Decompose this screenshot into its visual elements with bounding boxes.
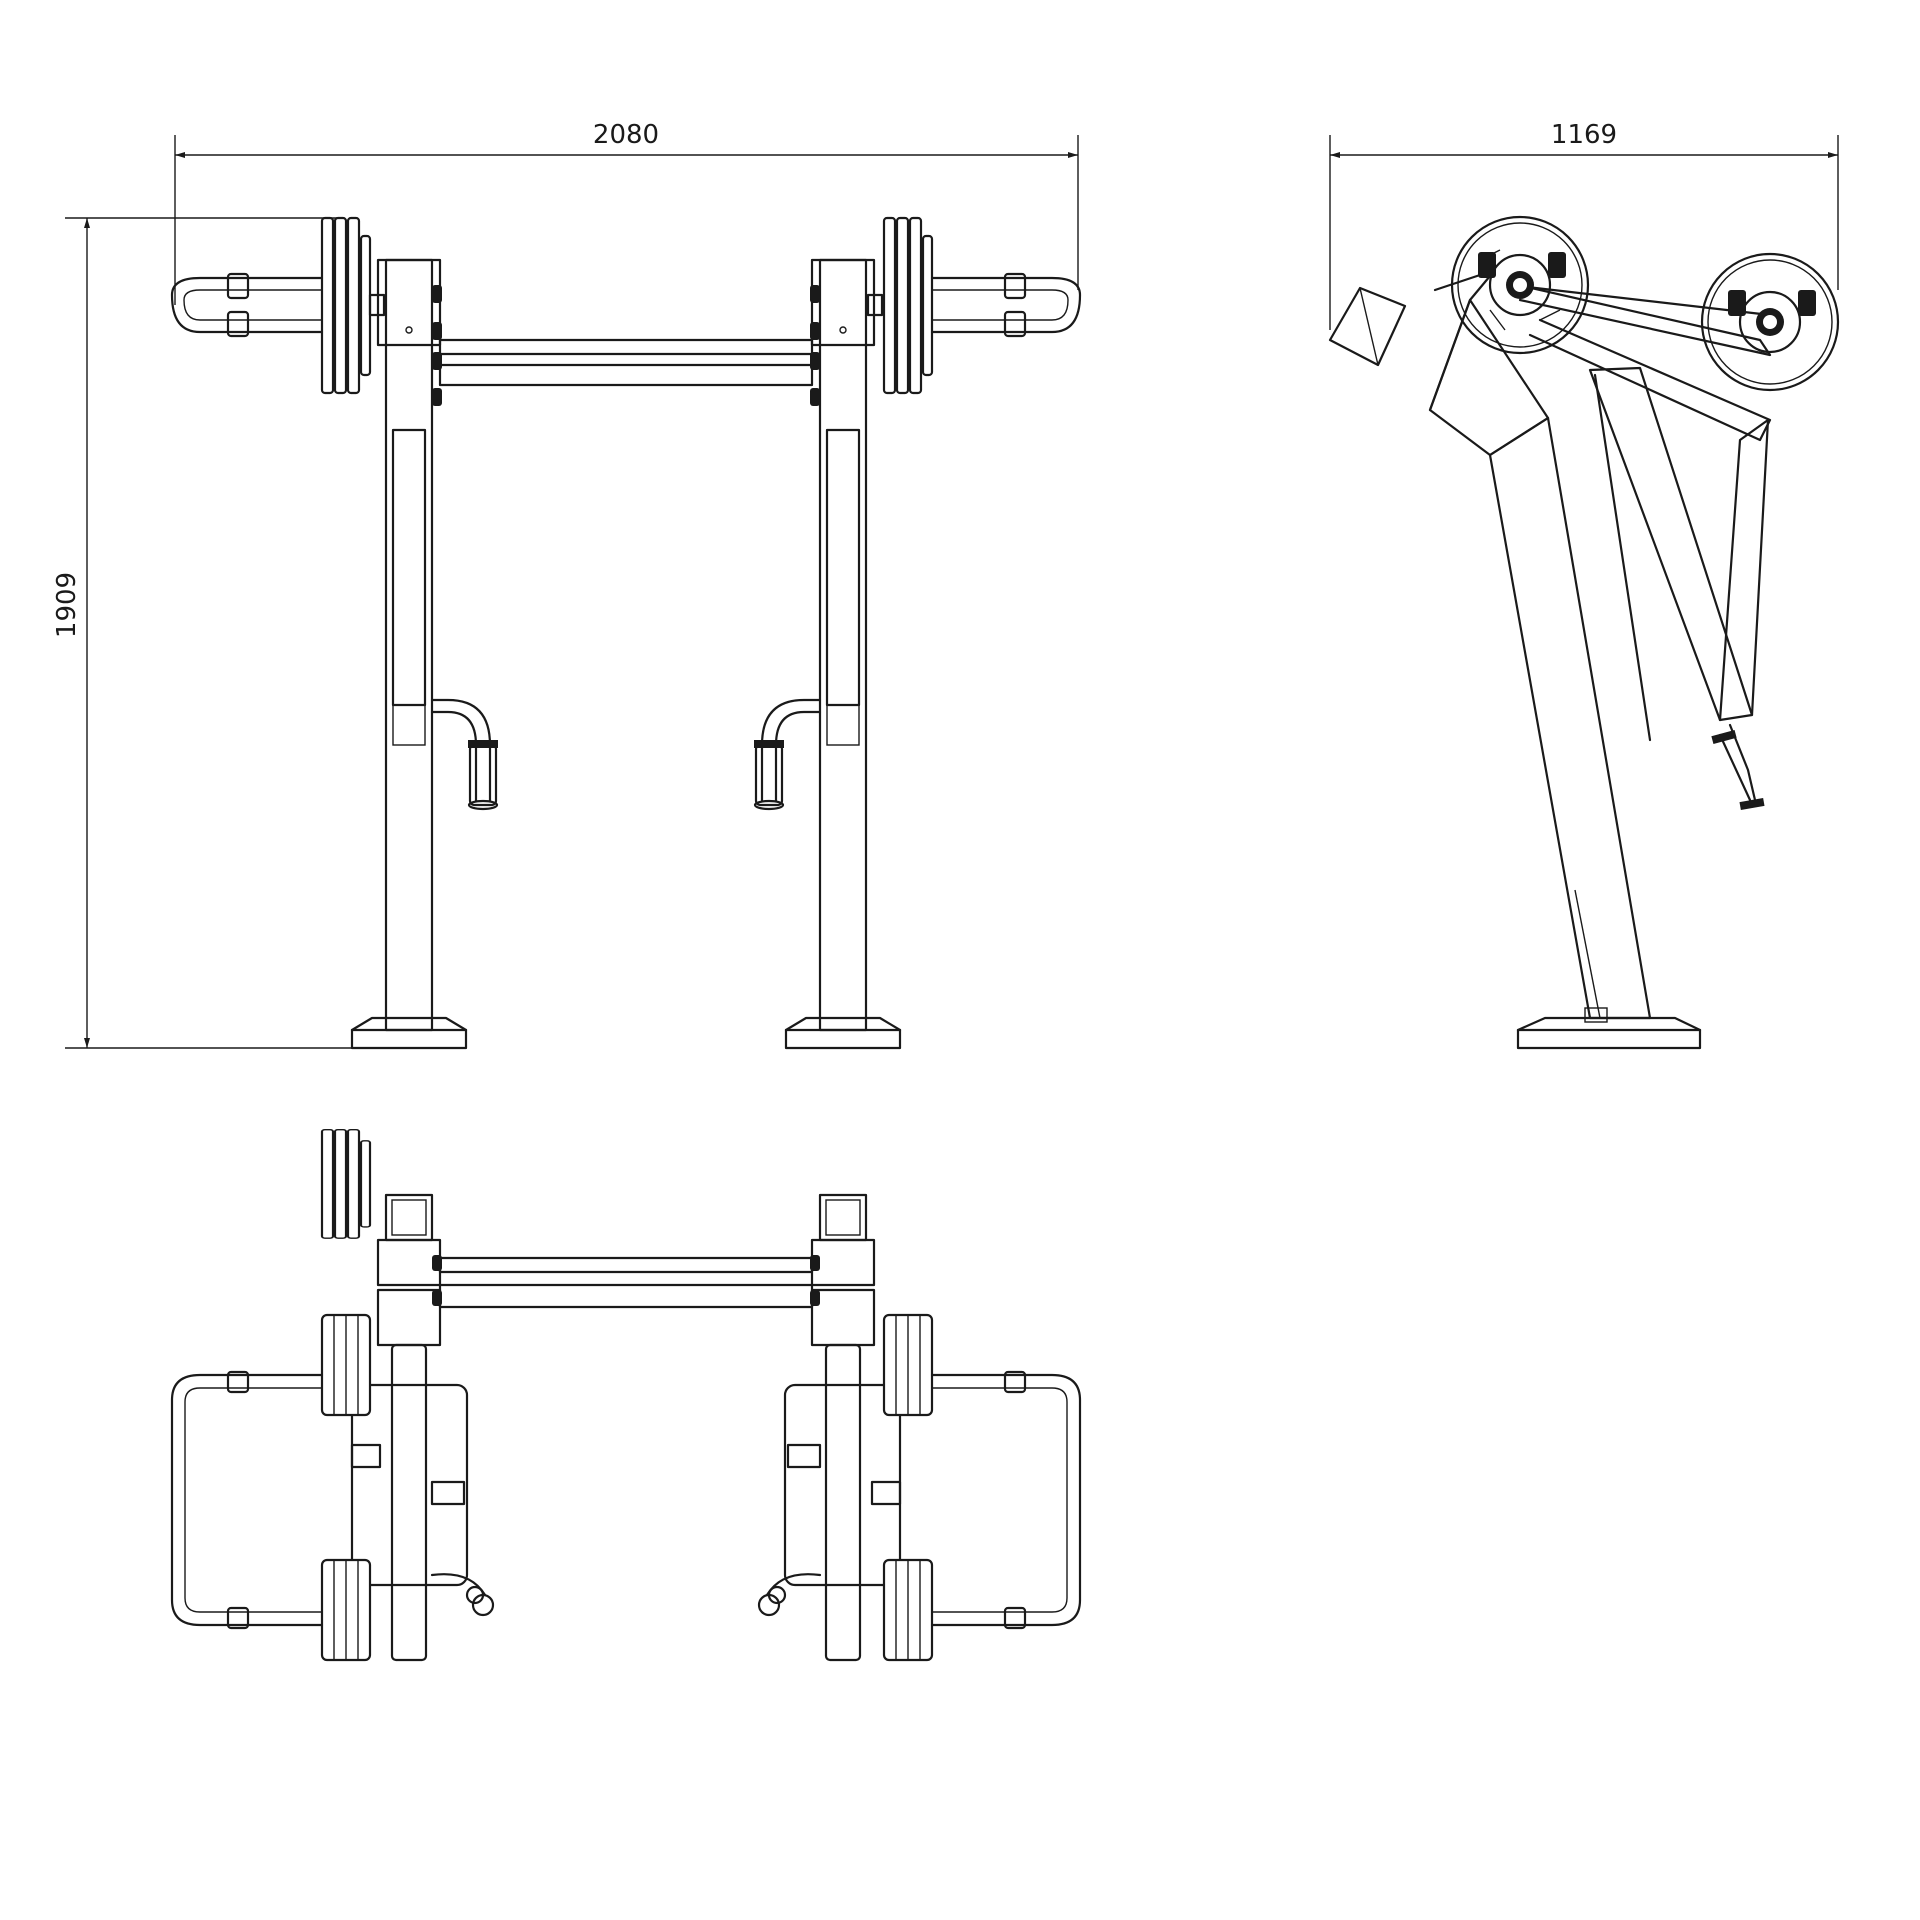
dimension-height-front: 1909 — [52, 217, 355, 1049]
dim-label-2080: 2080 — [593, 120, 659, 150]
right-press-arm — [866, 216, 1082, 395]
left-grip-handle — [430, 698, 499, 811]
dimension-width-front: 2080 — [174, 120, 1079, 305]
right-post — [784, 258, 902, 1050]
left-press-arm — [170, 216, 386, 395]
dim-label-1169: 1169 — [1551, 120, 1617, 150]
right-grip-handle — [753, 698, 822, 811]
top-view — [170, 1128, 1082, 1662]
side-plate-lower — [1700, 252, 1840, 392]
left-post — [350, 258, 468, 1050]
dim-label-1909: 1909 — [52, 572, 82, 638]
dimension-width-side: 1169 — [1329, 120, 1839, 330]
front-view — [170, 216, 1082, 1050]
side-view — [1328, 215, 1840, 1050]
cross-bars — [432, 285, 820, 406]
side-plate-upper — [1450, 215, 1590, 355]
